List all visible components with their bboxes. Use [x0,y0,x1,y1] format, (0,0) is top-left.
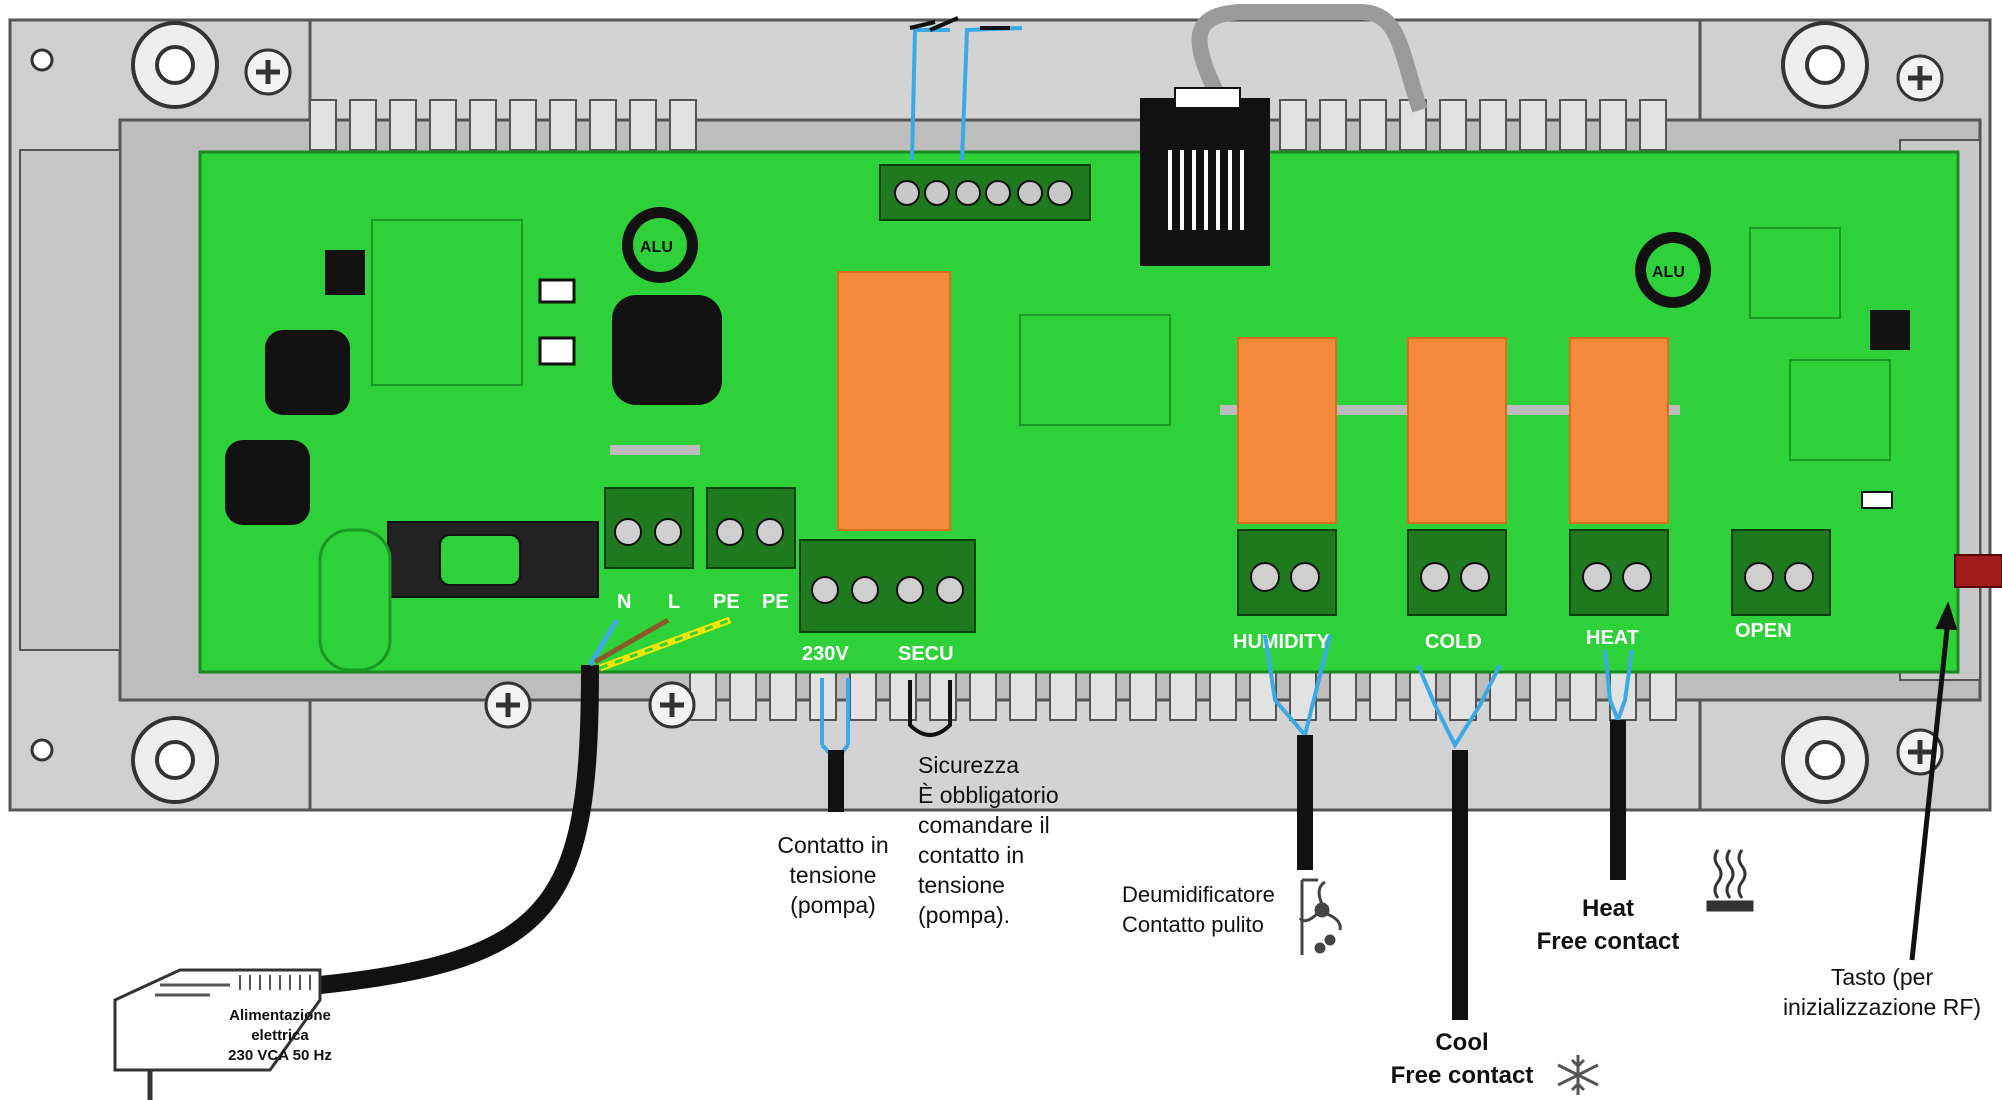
power-line-2: elettrica [251,1027,309,1044]
heat-label: Heat Free contact [1518,892,1698,958]
relay-cold [1407,337,1507,524]
pump-contact-line-1: Contatto in [777,832,889,858]
pump-contact-line-3: (pompa) [790,892,876,918]
svg-text:ALU: ALU [640,239,673,256]
pcb-components: ALU ALU [225,207,1910,672]
relays [837,271,1669,531]
mounting-bosses [131,21,1869,804]
rail-teeth [309,99,1677,721]
wires [319,16,1958,1020]
label-n: N [617,591,631,613]
svg-text:ALU: ALU [1652,264,1685,281]
label-humidity: HUMIDITY [1233,631,1330,653]
safety-line-1: Sicurezza [918,752,1019,778]
label-open: OPEN [1735,620,1792,642]
fan-drop-icon [1298,878,1342,955]
label-heat: HEAT [1586,627,1639,649]
safety-line-3: comandare il [918,812,1050,838]
safety-label: Sicurezza È obbligatorio comandare il co… [918,750,1148,930]
rf-button-label: Tasto (per inizializzazione RF) [1762,962,2002,1022]
power-cable [319,664,599,994]
label-pe2: PE [762,591,789,613]
cool-line-1: Cool [1435,1029,1489,1056]
safety-line-6: (pompa). [918,902,1011,928]
dehumidifier-line-1: Deumidificatore [1122,882,1275,907]
label-l: L [668,591,680,613]
power-line-3: 230 VCA 50 Hz [228,1047,332,1064]
dehumidifier-line-2: Contatto pulito [1122,912,1264,937]
heat-line-2: Free contact [1536,928,1680,955]
label-230v: 230V [802,643,849,665]
screw-heads [244,48,1944,776]
safety-line-2: È obbligatorio [918,782,1059,808]
safety-line-4: contatto in [918,842,1025,868]
relay-humidity [1237,337,1337,524]
heat-line-1: Heat [1581,895,1635,922]
rf-button-line-2: inizializzazione RF) [1782,994,1982,1020]
snowflake-icon [1557,1055,1599,1095]
rf-arrow [1909,619,1951,961]
rf-button [1954,554,2002,588]
relay-heat [1569,337,1669,524]
rf-button-line-1: Tasto (per [1830,964,1934,990]
relay-main [837,271,951,531]
terminal-labels: N L PE PE 230V SECU HUMIDITY COLD HEAT O… [617,591,1792,665]
cool-label: Cool Free contact [1372,1026,1552,1092]
label-secu: SECU [898,643,954,665]
label-cold: COLD [1425,631,1482,653]
terminal-blocks [604,487,1831,633]
power-plug-icon [113,968,322,1100]
dehumidifier-label: Deumidificatore Contatto pulito [1122,880,1322,940]
label-pe1: PE [713,591,740,613]
cool-line-2: Free contact [1390,1062,1534,1089]
heat-waves-icon [1706,849,1754,912]
power-line-1: Alimentazione [229,1007,331,1024]
pump-contact-line-2: tensione [789,862,877,888]
safety-line-5: tensione [918,872,1005,898]
pump-contact-label: Contatto in tensione (pompa) [738,830,928,920]
power-supply-label: Alimentazione elettrica 230 VCA 50 Hz [205,1006,355,1066]
rj-cable [1191,4,1428,113]
